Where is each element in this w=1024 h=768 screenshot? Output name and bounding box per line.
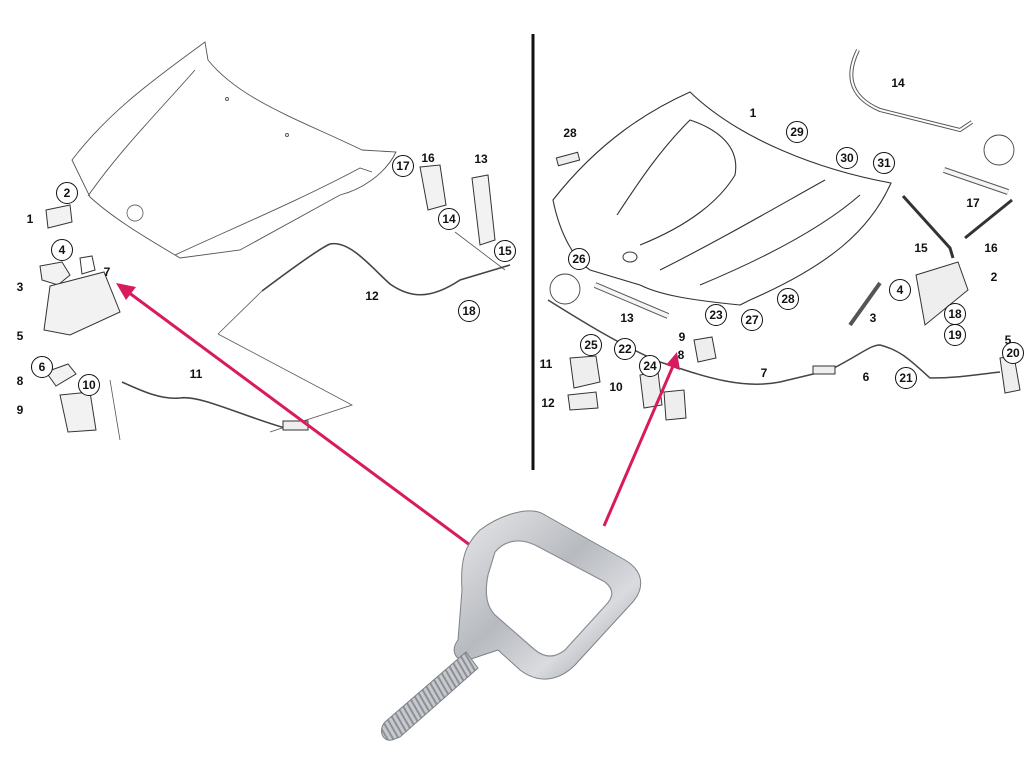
right-label-6: 6 xyxy=(862,370,870,384)
right-callout-20: 20 xyxy=(1002,342,1024,364)
right-callout-22: 22 xyxy=(614,338,636,360)
right-label-1: 1 xyxy=(749,106,757,120)
right-callout-30: 30 xyxy=(836,147,858,169)
right-callout-27: 27 xyxy=(741,309,763,331)
left-callout-18: 18 xyxy=(458,300,480,322)
eye-bolt-photo xyxy=(381,510,642,741)
right-label-15: 15 xyxy=(914,241,928,255)
right-callout-24: 24 xyxy=(639,355,661,377)
right-label-7: 7 xyxy=(760,366,768,380)
left-label-7: 7 xyxy=(103,265,111,279)
right-label-8: 8 xyxy=(677,348,685,362)
left-label-16: 16 xyxy=(421,151,435,165)
right-label-11: 11 xyxy=(539,357,553,371)
right-callout-19: 19 xyxy=(944,324,966,346)
right-label-3: 3 xyxy=(869,311,877,325)
left-callout-14: 14 xyxy=(438,208,460,230)
right-callout-26: 26 xyxy=(568,248,590,270)
right-label-2: 2 xyxy=(990,270,998,284)
right-callout-23: 23 xyxy=(705,304,727,326)
right-callout-28: 28 xyxy=(777,288,799,310)
right-hood-outline xyxy=(552,91,892,306)
right-label-28: 28 xyxy=(563,126,577,140)
left-label-3: 3 xyxy=(16,280,24,294)
left-label-9: 9 xyxy=(16,403,24,417)
right-callout-4: 4 xyxy=(889,279,911,301)
left-hood-outline xyxy=(71,41,397,259)
left-label-1: 1 xyxy=(26,212,34,226)
left-label-11: 11 xyxy=(189,367,203,381)
arrow-to-part-9 xyxy=(602,365,675,527)
right-label-12: 12 xyxy=(541,396,555,410)
right-callout-18: 18 xyxy=(944,303,966,325)
left-label-8: 8 xyxy=(16,374,24,388)
left-label-13: 13 xyxy=(474,152,488,166)
right-callout-25: 25 xyxy=(580,334,602,356)
right-label-9: 9 xyxy=(678,330,686,344)
left-callout-15: 15 xyxy=(494,240,516,262)
arrow-to-part-7 xyxy=(127,290,479,553)
right-callout-29: 29 xyxy=(786,121,808,143)
left-callout-17: 17 xyxy=(392,155,414,177)
right-label-17: 17 xyxy=(966,196,980,210)
pointer-arrows xyxy=(116,283,680,553)
right-label-13: 13 xyxy=(620,311,634,325)
left-label-12: 12 xyxy=(365,289,379,303)
left-label-5: 5 xyxy=(16,329,24,343)
left-callout-2: 2 xyxy=(56,182,78,204)
right-callout-31: 31 xyxy=(873,152,895,174)
right-label-5: 5 xyxy=(1004,333,1012,347)
right-label-16: 16 xyxy=(984,241,998,255)
right-callout-21: 21 xyxy=(895,367,917,389)
right-label-14: 14 xyxy=(891,76,905,90)
right-label-10: 10 xyxy=(609,380,623,394)
left-callout-6: 6 xyxy=(31,356,53,378)
left-callout-10: 10 xyxy=(78,374,100,396)
left-callout-4: 4 xyxy=(51,239,73,261)
